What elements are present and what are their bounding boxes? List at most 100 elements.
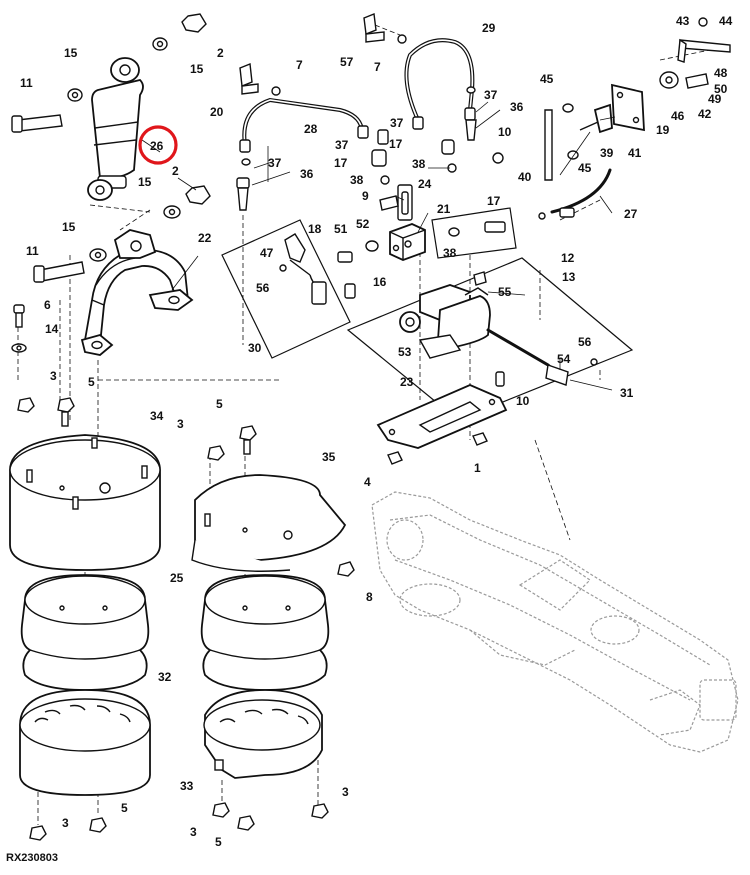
group-box-30 bbox=[221, 219, 351, 359]
bracket-hardware bbox=[11, 304, 27, 353]
callout-57: 57 bbox=[340, 55, 354, 69]
callout-34: 34 bbox=[150, 409, 164, 423]
callout-33: 33 bbox=[180, 779, 194, 793]
callout-37: 37 bbox=[390, 116, 404, 130]
callout-39: 39 bbox=[600, 146, 614, 160]
shock-hardware bbox=[11, 13, 211, 283]
callout-14: 14 bbox=[45, 322, 59, 336]
callout-48: 48 bbox=[714, 66, 728, 80]
callout-52: 52 bbox=[356, 217, 370, 231]
callout-35: 35 bbox=[322, 450, 336, 464]
callout-38: 38 bbox=[350, 173, 364, 187]
callout-20: 20 bbox=[210, 105, 224, 119]
callout-38: 38 bbox=[443, 246, 457, 260]
callout-44: 44 bbox=[719, 14, 733, 28]
callout-27: 27 bbox=[624, 207, 638, 221]
callout-36: 36 bbox=[510, 100, 524, 114]
callout-31: 31 bbox=[620, 386, 634, 400]
air-spring-left bbox=[20, 574, 150, 691]
callout-25: 25 bbox=[170, 571, 184, 585]
callout-1: 1 bbox=[474, 461, 481, 475]
callout-2: 2 bbox=[217, 46, 224, 60]
valve-block bbox=[337, 221, 506, 299]
callout-3: 3 bbox=[50, 369, 57, 383]
callout-4: 4 bbox=[364, 475, 371, 489]
callout-42: 42 bbox=[698, 107, 712, 121]
callout-19: 19 bbox=[656, 123, 670, 137]
callout-40: 40 bbox=[518, 170, 532, 184]
clip-brackets bbox=[239, 13, 407, 96]
callout-5: 5 bbox=[88, 375, 95, 389]
callout-24: 24 bbox=[418, 177, 432, 191]
air-spring-right bbox=[200, 574, 330, 691]
callout-15: 15 bbox=[62, 220, 76, 234]
callout-32: 32 bbox=[158, 670, 172, 684]
compressor bbox=[399, 271, 598, 386]
callout-7: 7 bbox=[374, 60, 381, 74]
shock-bracket bbox=[80, 229, 194, 356]
air-spring-cover-35 bbox=[191, 425, 355, 577]
callout-46: 46 bbox=[671, 109, 685, 123]
hose-29 bbox=[404, 38, 504, 164]
callout-2: 2 bbox=[172, 164, 179, 178]
callout-15: 15 bbox=[138, 175, 152, 189]
callout-3: 3 bbox=[177, 417, 184, 431]
callout-10: 10 bbox=[516, 394, 530, 408]
callout-8: 8 bbox=[366, 590, 373, 604]
highlight-ring-26 bbox=[138, 125, 178, 165]
callout-53: 53 bbox=[398, 345, 412, 359]
callout-15: 15 bbox=[64, 46, 78, 60]
callout-16: 16 bbox=[373, 275, 387, 289]
fitting-36-left bbox=[236, 158, 251, 211]
callout-17: 17 bbox=[389, 137, 403, 151]
shock-absorber bbox=[87, 57, 144, 201]
callout-36: 36 bbox=[300, 167, 314, 181]
callout-21: 21 bbox=[437, 202, 451, 216]
callout-37: 37 bbox=[335, 138, 349, 152]
valve-fittings bbox=[371, 129, 457, 221]
callout-30: 30 bbox=[248, 341, 262, 355]
callout-3: 3 bbox=[342, 785, 349, 799]
callout-28: 28 bbox=[304, 122, 318, 136]
callout-5: 5 bbox=[215, 835, 222, 849]
callout-5: 5 bbox=[216, 397, 223, 411]
callout-37: 37 bbox=[484, 88, 498, 102]
callout-7: 7 bbox=[296, 58, 303, 72]
callout-56: 56 bbox=[256, 281, 270, 295]
group-box-17 bbox=[431, 207, 517, 259]
callout-9: 9 bbox=[362, 189, 369, 203]
callout-17: 17 bbox=[487, 194, 501, 208]
hose-28 bbox=[239, 97, 369, 153]
callout-23: 23 bbox=[400, 375, 414, 389]
callout-22: 22 bbox=[198, 231, 212, 245]
callout-18: 18 bbox=[308, 222, 322, 236]
callout-17: 17 bbox=[334, 156, 348, 170]
callout-55: 55 bbox=[498, 285, 512, 299]
callout-3: 3 bbox=[190, 825, 197, 839]
lower-shield-32 bbox=[19, 689, 151, 796]
callout-54: 54 bbox=[557, 352, 571, 366]
callout-15: 15 bbox=[190, 62, 204, 76]
callout-56: 56 bbox=[578, 335, 592, 349]
figure-id: RX230803 bbox=[6, 852, 58, 864]
callout-11: 11 bbox=[20, 76, 33, 90]
leader-lines bbox=[141, 101, 616, 391]
air-spring-cover-34 bbox=[9, 434, 161, 571]
callout-38: 38 bbox=[412, 157, 426, 171]
callout-13: 13 bbox=[562, 270, 576, 284]
callout-labels: 1 2 2 3 3 3 3 3 3 4 5 5 5 5 6 7 7 8 9 10… bbox=[20, 14, 733, 849]
callout-51: 51 bbox=[334, 222, 348, 236]
callout-26: 26 bbox=[150, 139, 164, 153]
callout-12: 12 bbox=[561, 251, 575, 265]
callout-10: 10 bbox=[498, 125, 512, 139]
callout-47: 47 bbox=[260, 246, 274, 260]
callout-50: 50 bbox=[714, 82, 728, 96]
callout-45: 45 bbox=[540, 72, 554, 86]
callout-43: 43 bbox=[676, 14, 690, 28]
mounting-plate bbox=[376, 371, 508, 465]
callout-3: 3 bbox=[62, 816, 69, 830]
callout-49: 49 bbox=[708, 92, 722, 106]
callout-37: 37 bbox=[268, 156, 282, 170]
lower-hardware bbox=[29, 802, 329, 841]
